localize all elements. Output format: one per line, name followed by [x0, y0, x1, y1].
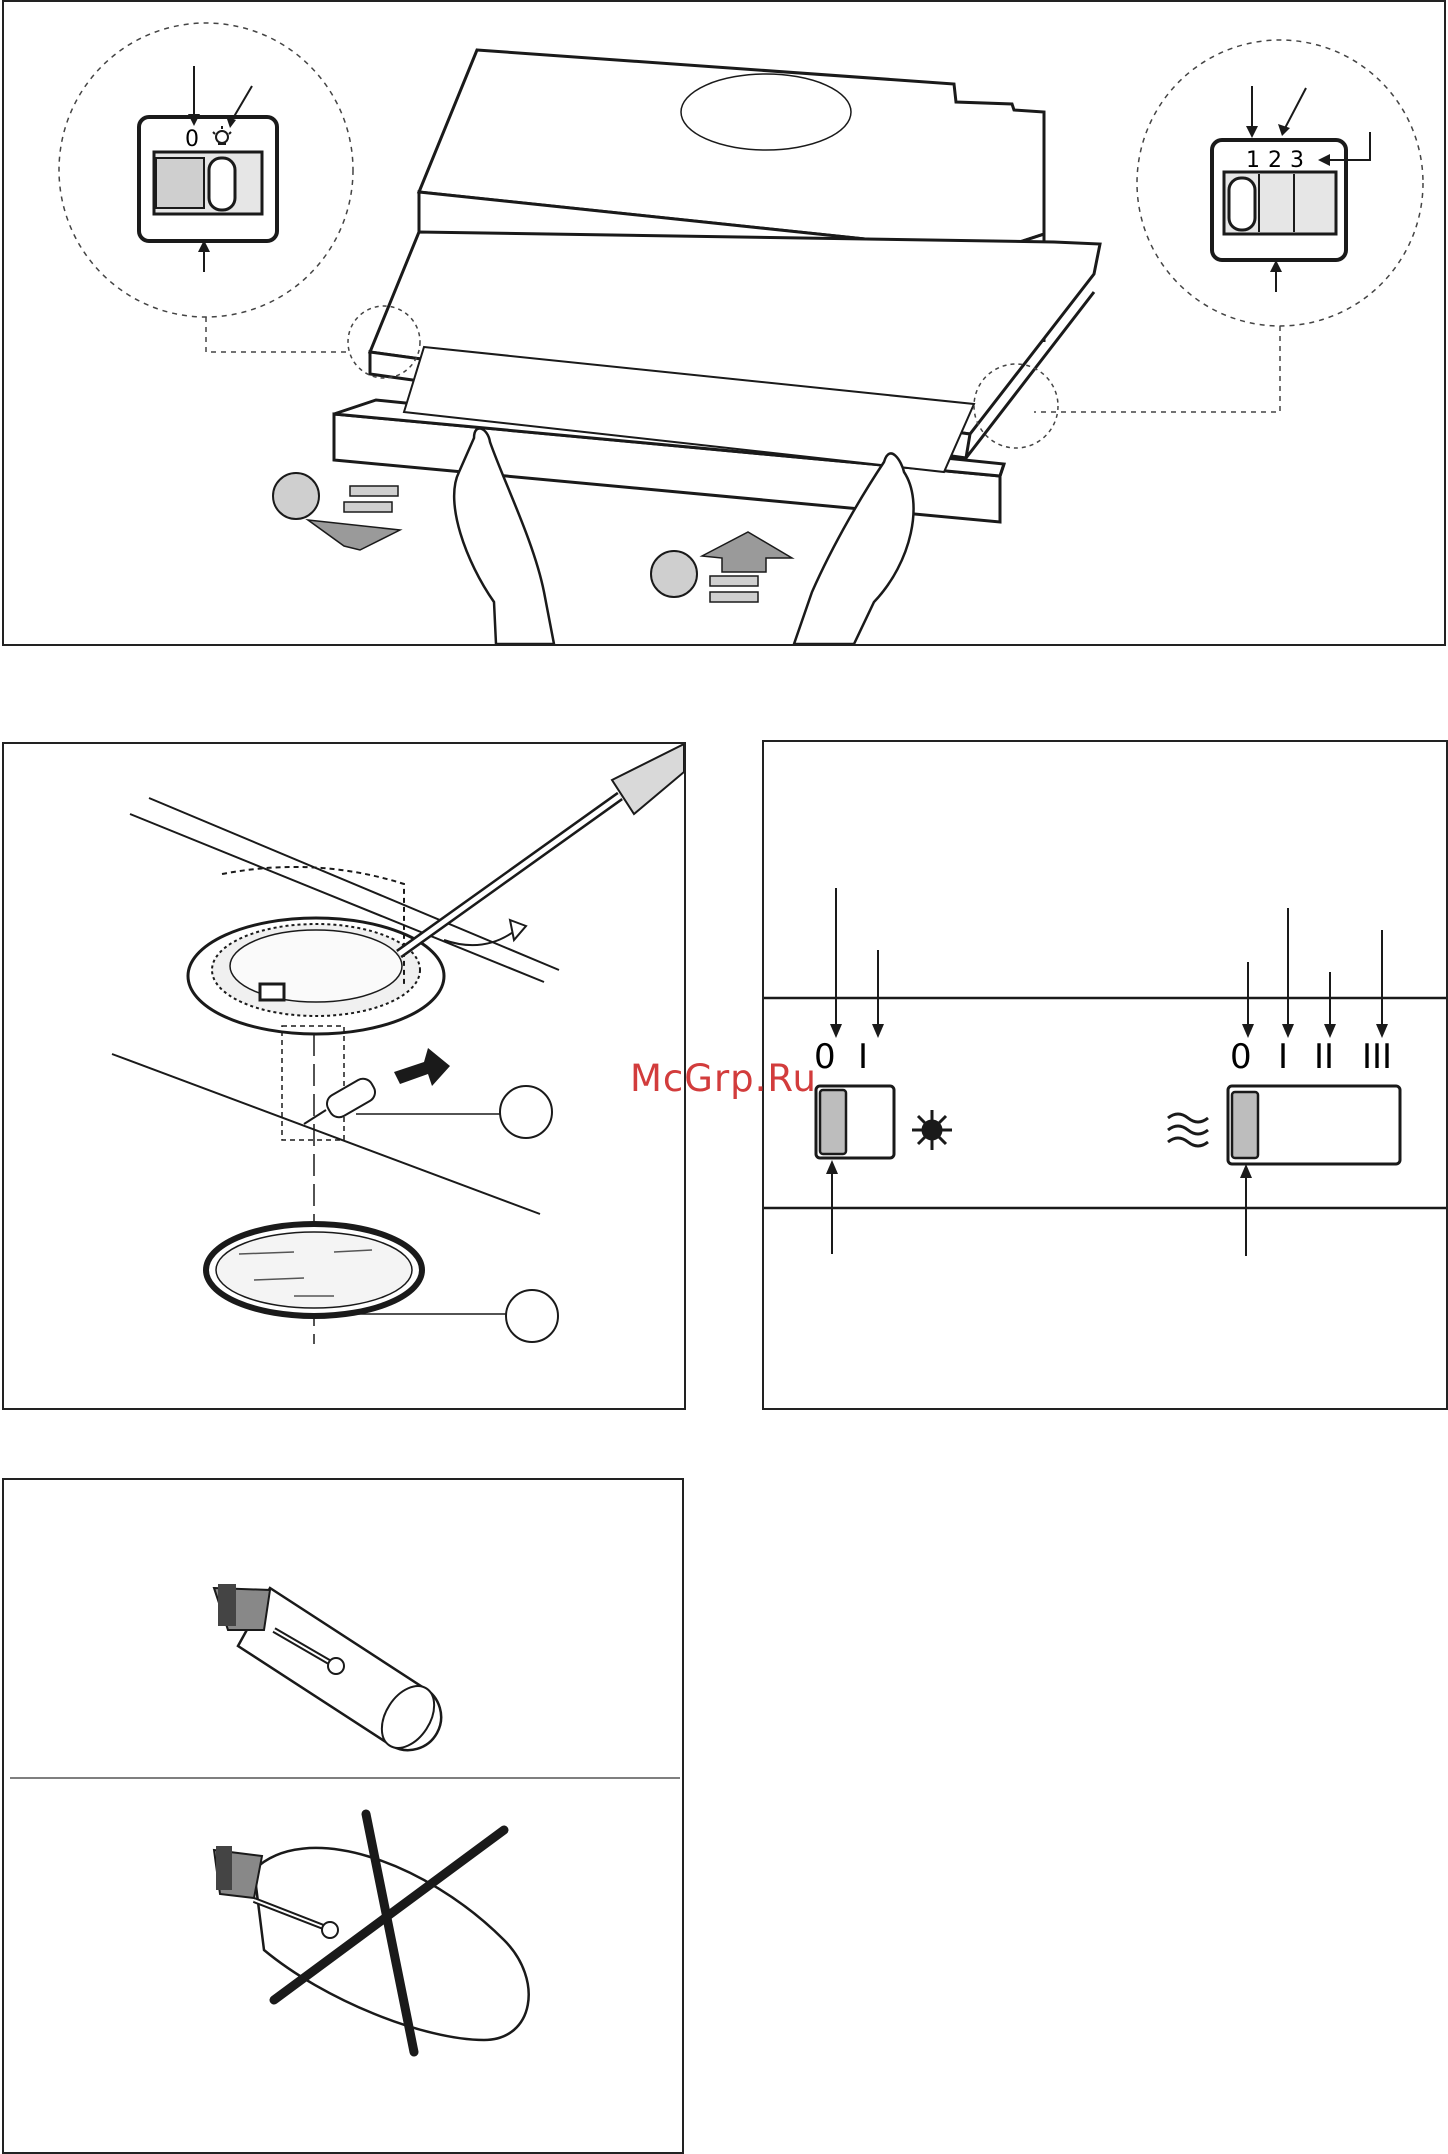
lamp-replacement-panel — [2, 742, 686, 1410]
right-magnifier: 1 2 3 — [1034, 40, 1423, 412]
control-panel-illustration: 0 I 0 I II III — [764, 742, 1446, 1408]
screwdriver — [399, 744, 684, 954]
fan-switch[interactable] — [1228, 1086, 1400, 1164]
halogen-bulb — [304, 1075, 379, 1124]
correct-tubular-bulb — [214, 1584, 445, 1757]
fan-switch-speed-3-label: III — [1362, 1037, 1392, 1077]
hood-drawer-illustration-panel: 0 1 2 3 — [2, 0, 1446, 646]
fan-switch-speed-1-label: I — [1278, 1037, 1288, 1077]
watermark-text: McGrp.Ru — [630, 1057, 817, 1100]
lamp-replacement-illustration — [4, 744, 684, 1408]
hood-drawer-illustration: 0 1 2 3 — [4, 2, 1444, 644]
fan-waves-icon — [1168, 1114, 1208, 1146]
hood-body — [334, 50, 1100, 522]
light-switch-off-label: 0 — [814, 1037, 836, 1077]
bulb-type-illustration — [4, 1480, 682, 2152]
incorrect-candle-bulb — [214, 1846, 529, 2040]
left-magnifier: 0 — [59, 23, 353, 352]
light-switch-on-label: I — [858, 1037, 868, 1077]
fan-switch-speed-2-label: II — [1314, 1037, 1334, 1077]
left-switch-off-label: 0 — [185, 127, 199, 152]
light-sun-icon — [912, 1110, 952, 1150]
right-switch-label-3: 3 — [1290, 148, 1304, 173]
light-switch[interactable] — [816, 1086, 894, 1158]
right-switch-label-2: 2 — [1268, 148, 1282, 173]
bulb-type-panel — [2, 1478, 684, 2154]
fan-switch-off-label: 0 — [1230, 1037, 1252, 1077]
control-panel-diagram: 0 I 0 I II III — [762, 740, 1448, 1410]
right-switch-label-1: 1 — [1246, 148, 1260, 173]
pull-direction-indicator — [273, 473, 400, 550]
push-direction-indicator — [651, 532, 792, 602]
